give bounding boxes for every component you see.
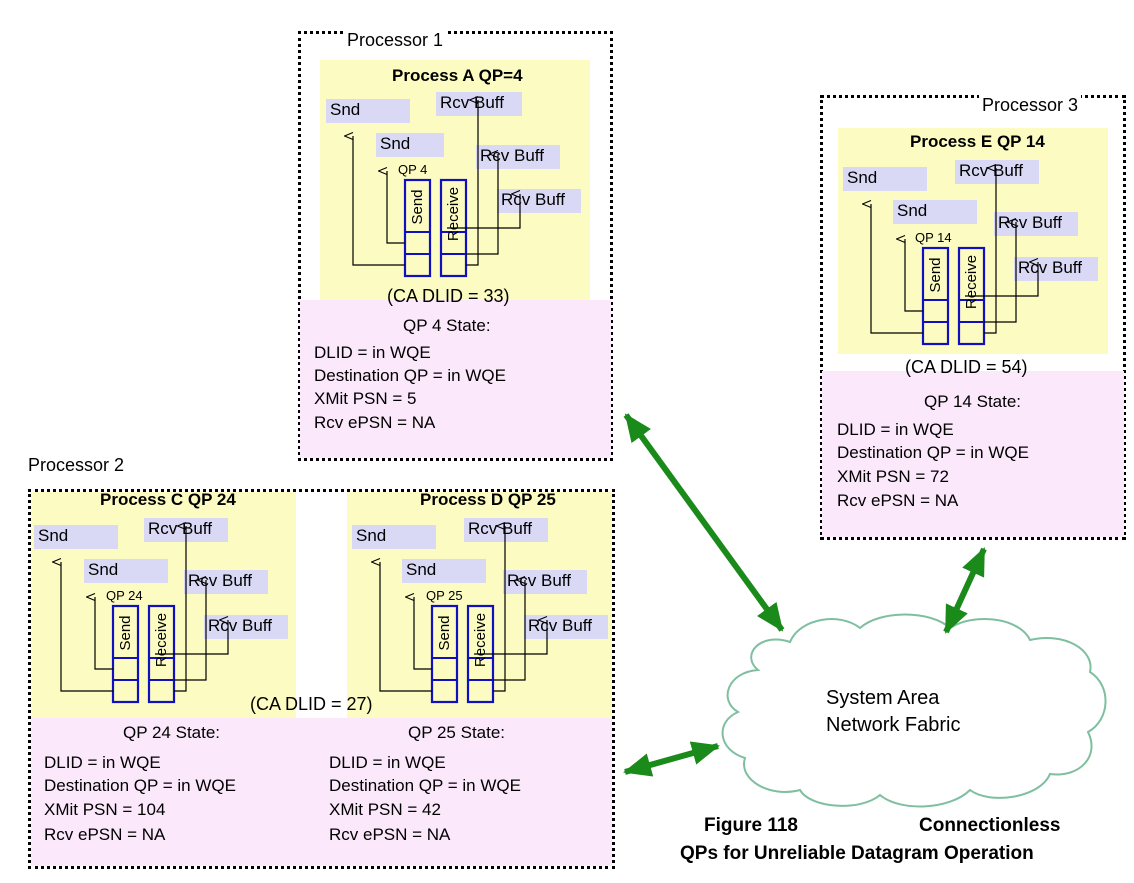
processor-1-box	[298, 31, 613, 461]
routing-line	[380, 562, 432, 692]
routing-line	[965, 262, 1039, 297]
state-dest-qp: Destination QP = in WQE	[329, 776, 521, 795]
network-fabric-cloud	[721, 613, 1107, 808]
state-dlid: DLID = in WQE	[314, 343, 431, 362]
arrow-processor2-to-fabric	[623, 741, 720, 777]
processor-3-label: Processor 3	[979, 95, 1082, 115]
routing-line	[905, 239, 923, 312]
processor-3-box	[820, 95, 1126, 540]
state-dlid: DLID = in WQE	[44, 753, 161, 772]
state-dlid: DLID = in WQE	[329, 753, 446, 772]
snd-buffer: Snd	[352, 525, 436, 549]
receive-label: Receive	[152, 612, 170, 668]
send-label: Send	[435, 615, 453, 651]
processor-2-box	[28, 489, 615, 869]
send-queue	[430, 604, 459, 704]
snd-buffer: Snd	[326, 99, 410, 123]
routing-line	[466, 100, 479, 266]
ca-dlid-label: (CA DLID = 54)	[905, 357, 1028, 377]
routing-line	[493, 580, 526, 681]
qp-state-title: QP 4 State:	[403, 316, 491, 335]
qp-state-title: QP 25 State:	[408, 723, 506, 742]
rcv-buffer: Rcv Buff	[464, 518, 548, 542]
qp-diagrams	[61, 100, 1039, 704]
qp24-qp25-state-area	[31, 718, 612, 866]
ca-dlid-label: (CA DLID = 33)	[387, 286, 510, 306]
rcv-buffer: Rcv Buff	[204, 615, 288, 639]
send-label: Send	[116, 615, 134, 651]
state-rcv-epsn: Rcv ePSN = NA	[314, 413, 436, 432]
process-e-title: Process E QP 14	[910, 132, 1045, 151]
state-xmit-psn: XMit PSN = 72	[837, 467, 949, 486]
ca-dlid-label: (CA DLID = 27)	[250, 694, 373, 714]
qp-label: QP 14	[915, 230, 952, 245]
process-d-title: Process D QP 25	[420, 490, 556, 509]
snd-buffer: Snd	[34, 525, 118, 549]
figure-caption-number: Figure 118	[704, 815, 798, 836]
routing-line	[353, 136, 405, 266]
state-xmit-psn: XMit PSN = 104	[44, 800, 166, 819]
fabric-label-line2: Network Fabric	[826, 714, 961, 736]
routing-line	[493, 526, 506, 692]
state-dlid: DLID = in WQE	[837, 420, 954, 439]
send-label: Send	[926, 257, 944, 293]
qp-label: QP 4	[398, 162, 428, 177]
receive-label: Receive	[444, 186, 462, 242]
send-queue	[403, 178, 432, 278]
snd-buffer: Snd	[843, 167, 927, 191]
snd-buffer: Snd	[376, 133, 444, 157]
qp4-state-area	[300, 300, 611, 458]
routing-line	[155, 620, 229, 655]
state-dest-qp: Destination QP = in WQE	[44, 776, 236, 795]
process-c-title: Process C QP 24	[100, 490, 236, 509]
rcv-buffer: Rcv Buff	[994, 212, 1078, 236]
arrow-processor1-to-fabric	[623, 413, 785, 632]
routing-line	[414, 597, 432, 670]
routing-line	[871, 204, 923, 334]
state-dest-qp: Destination QP = in WQE	[314, 366, 506, 385]
routing-line	[387, 171, 405, 244]
routing-line	[174, 526, 187, 692]
state-xmit-psn: XMit PSN = 5	[314, 389, 417, 408]
routing-line	[466, 154, 499, 255]
state-rcv-epsn: Rcv ePSN = NA	[44, 825, 166, 844]
routing-line	[174, 580, 207, 681]
figure-caption-title-2: QPs for Unreliable Datagram Operation	[680, 843, 1034, 864]
fabric-label-line1: System Area	[826, 687, 940, 709]
receive-label: Receive	[471, 612, 489, 668]
receive-label: Receive	[962, 254, 980, 310]
snd-buffer: Snd	[84, 559, 168, 583]
routing-line	[95, 597, 113, 670]
snd-buffer: Snd	[402, 559, 486, 583]
qp-label: QP 25	[426, 588, 463, 603]
qp-state-title: QP 24 State:	[123, 723, 221, 742]
send-label: Send	[408, 189, 426, 225]
send-queue	[111, 604, 140, 704]
snd-buffer: Snd	[893, 200, 977, 224]
routing-line	[474, 620, 548, 655]
qp14-state-area	[822, 371, 1124, 537]
routing-line	[984, 168, 997, 334]
routing-line	[61, 562, 113, 692]
qp-label: QP 24	[106, 588, 143, 603]
process-a-title: Process A QP=4	[392, 66, 523, 85]
state-rcv-epsn: Rcv ePSN = NA	[837, 491, 959, 510]
processor-1-label: Processor 1	[344, 30, 447, 50]
state-xmit-psn: XMit PSN = 42	[329, 800, 441, 819]
arrow-processor3-to-fabric	[943, 547, 987, 634]
processor-2-label: Processor 2	[28, 455, 125, 475]
routing-line	[984, 222, 1017, 323]
state-dest-qp: Destination QP = in WQE	[837, 443, 1029, 462]
figure-caption-title-1: Connectionless	[919, 815, 1061, 836]
send-queue	[921, 246, 950, 346]
state-rcv-epsn: Rcv ePSN = NA	[329, 825, 451, 844]
qp-state-title: QP 14 State:	[924, 392, 1022, 411]
rcv-buffer: Rcv Buff	[184, 570, 268, 594]
routing-line	[447, 194, 521, 229]
